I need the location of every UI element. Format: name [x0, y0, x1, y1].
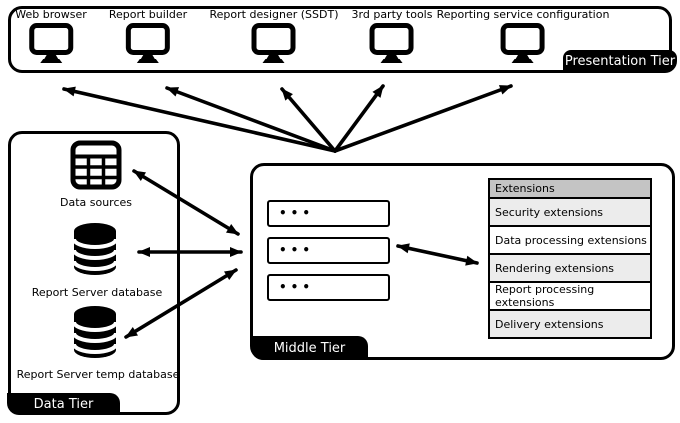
- presentation-tier-label: Presentation Tier: [563, 50, 677, 73]
- extensions-table-row: Data processing extensions: [490, 227, 650, 255]
- monitor-icon: [29, 23, 73, 63]
- extensions-table-row: Security extensions: [490, 199, 650, 227]
- client-reporting-service-configuration: Reporting service configuration: [436, 8, 610, 63]
- client-report-designer: Report designer (SSDT): [209, 8, 339, 63]
- extensions-table-row: Report processing extensions: [490, 283, 650, 311]
- arrow-middle-to-reporting-service-configuration: [333, 84, 513, 153]
- report-server-temp-database-label: Report Server temp database: [16, 368, 180, 381]
- service-slot: •••: [267, 274, 390, 301]
- extensions-table-header: Extensions: [490, 180, 650, 199]
- monitor-icon: [501, 23, 545, 63]
- ellipsis-dots: •••: [279, 279, 315, 294]
- extensions-table-row: Rendering extensions: [490, 255, 650, 283]
- data-tier-label: Data Tier: [7, 393, 120, 415]
- arrow-middle-to-report-designer: [280, 87, 337, 153]
- ellipsis-dots: •••: [279, 205, 315, 220]
- client-label: 3rd party tools: [351, 8, 433, 21]
- monitor-icon: [251, 23, 296, 63]
- data-sources-label: Data sources: [59, 196, 133, 209]
- client-label: Report builder: [108, 8, 188, 21]
- client-web-browser: Web browser: [15, 8, 87, 63]
- monitor-icon: [126, 23, 170, 63]
- client-label: Web browser: [15, 8, 87, 21]
- client-report-builder: Report builder: [109, 8, 187, 63]
- database-cylinder-icon: [72, 223, 118, 275]
- client-3rd-party-tools: 3rd party tools: [351, 8, 433, 63]
- arrow-middle-to-3rd-party-tools: [333, 84, 385, 153]
- ellipsis-dots: •••: [279, 242, 315, 257]
- table-grid-icon: [70, 140, 122, 190]
- monitor-icon: [370, 23, 414, 63]
- presentation-tier-box: [8, 6, 672, 73]
- service-slot: •••: [267, 237, 390, 264]
- client-label: Report designer (SSDT): [209, 8, 339, 21]
- client-label: Reporting service configuration: [436, 8, 610, 21]
- extensions-table-row: Delivery extensions: [490, 311, 650, 337]
- service-slot: •••: [267, 200, 390, 227]
- extensions-table: Extensions Security extensions Data proc…: [488, 178, 652, 339]
- report-server-database-label: Report Server database: [31, 286, 163, 299]
- database-cylinder-icon: [72, 306, 118, 358]
- arrow-middle-to-report-builder: [165, 86, 337, 153]
- middle-tier-label: Middle Tier: [251, 336, 368, 360]
